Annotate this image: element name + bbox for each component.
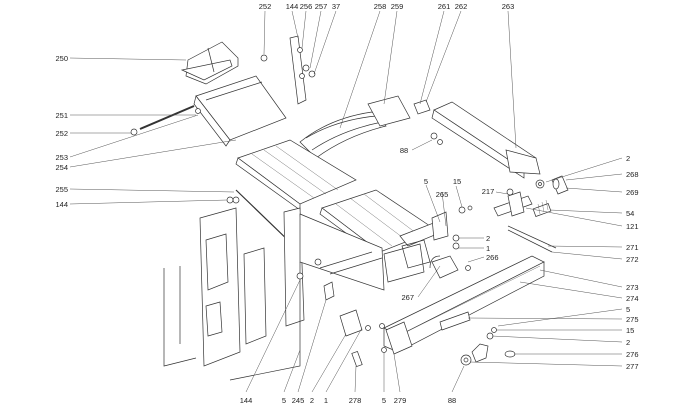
leader-lines: [69, 10, 623, 393]
callout-label: 5: [626, 305, 630, 314]
callout-label: 267: [401, 293, 414, 302]
rail-271: [507, 225, 557, 253]
callout-label: 278: [349, 396, 362, 405]
callout-label: 144: [286, 2, 299, 11]
callout-label: 273: [626, 283, 639, 292]
fence-273: [383, 255, 545, 355]
callout-label: 5: [424, 177, 428, 186]
callout-label: 279: [394, 396, 407, 405]
callout-label: 269: [626, 188, 639, 197]
callout-labels-top: 252 144 256 257 37 258 259 261 262 263: [259, 2, 515, 11]
callout-label: 217: [482, 187, 495, 196]
callout-label: 257: [315, 2, 328, 11]
callout-label: 144: [240, 396, 253, 405]
callout-label: 252: [259, 2, 272, 11]
callout-label: 253: [55, 153, 68, 162]
nut-144-bottom: [296, 258, 322, 280]
callout-label: 88: [448, 396, 456, 405]
callout-label: 245: [292, 396, 305, 405]
screw-88-top: [430, 132, 443, 145]
callout-label: 277: [626, 362, 639, 371]
callout-label: 121: [626, 222, 639, 231]
callout-label: 261: [438, 2, 451, 11]
callout-label: 2: [486, 234, 490, 243]
shaft-251: [130, 105, 201, 136]
callout-label: 2: [626, 154, 630, 163]
callout-label: 254: [55, 163, 68, 172]
cover-plate-250: [180, 41, 239, 85]
spring-54: [532, 199, 552, 217]
callout-label: 54: [626, 209, 634, 218]
callout-label: 5: [282, 396, 286, 405]
callout-label: 250: [55, 54, 68, 63]
callout-label: 266: [486, 253, 499, 262]
callout-label: 263: [502, 2, 515, 11]
callout-label: 1: [486, 244, 490, 253]
washer-252: [260, 54, 268, 62]
base-frame: [163, 207, 431, 381]
blade-guard-bracket: [193, 75, 287, 147]
callout-labels-bottom: 144 5 245 2 1 278 5 279 88: [240, 396, 456, 405]
callout-labels-right: 2 268 269 54 121 271 272 273 274 5 275 1…: [626, 154, 639, 371]
callout-label: 144: [55, 200, 68, 209]
bracket-217: [493, 179, 545, 217]
callout-label: 265: [436, 190, 449, 199]
callout-label: 259: [391, 2, 404, 11]
callout-label: 258: [374, 2, 387, 11]
callout-label: 37: [332, 2, 340, 11]
mount-259: [367, 95, 431, 127]
callout-label: 1: [324, 396, 328, 405]
callout-label: 262: [455, 2, 468, 11]
knob-277: [460, 327, 516, 366]
plate-275: [439, 311, 471, 331]
callout-label: 15: [626, 326, 634, 335]
callout-label: 5: [382, 396, 386, 405]
callout-labels-left: 250 251 252 253 254 255 144: [55, 54, 68, 209]
riving-arm: [289, 35, 316, 105]
callout-label: 252: [55, 129, 68, 138]
hood-258: [299, 111, 387, 159]
callout-label: 275: [626, 315, 639, 324]
knob-269: [551, 175, 569, 195]
callout-label: 256: [300, 2, 313, 11]
callout-label: 268: [626, 170, 639, 179]
callout-label: 15: [453, 177, 461, 186]
callout-label: 2: [626, 338, 630, 347]
bracket-245: [323, 281, 387, 368]
callout-label: 2: [310, 396, 314, 405]
screw-15-mid: [458, 205, 473, 214]
callout-label: 255: [55, 185, 68, 194]
callout-label: 88: [400, 146, 408, 155]
bracket-265: [429, 211, 471, 279]
callout-label: 274: [626, 294, 639, 303]
callout-label: 251: [55, 111, 68, 120]
callout-label: 272: [626, 255, 639, 264]
callout-labels-middle: 88 5 15 217 265 2 1 266 267: [400, 146, 499, 302]
callout-label: 271: [626, 243, 639, 252]
arm-263: [431, 101, 541, 179]
nut-144-left: [226, 196, 234, 204]
table-board-left: [235, 139, 357, 211]
callout-label: 276: [626, 350, 639, 359]
